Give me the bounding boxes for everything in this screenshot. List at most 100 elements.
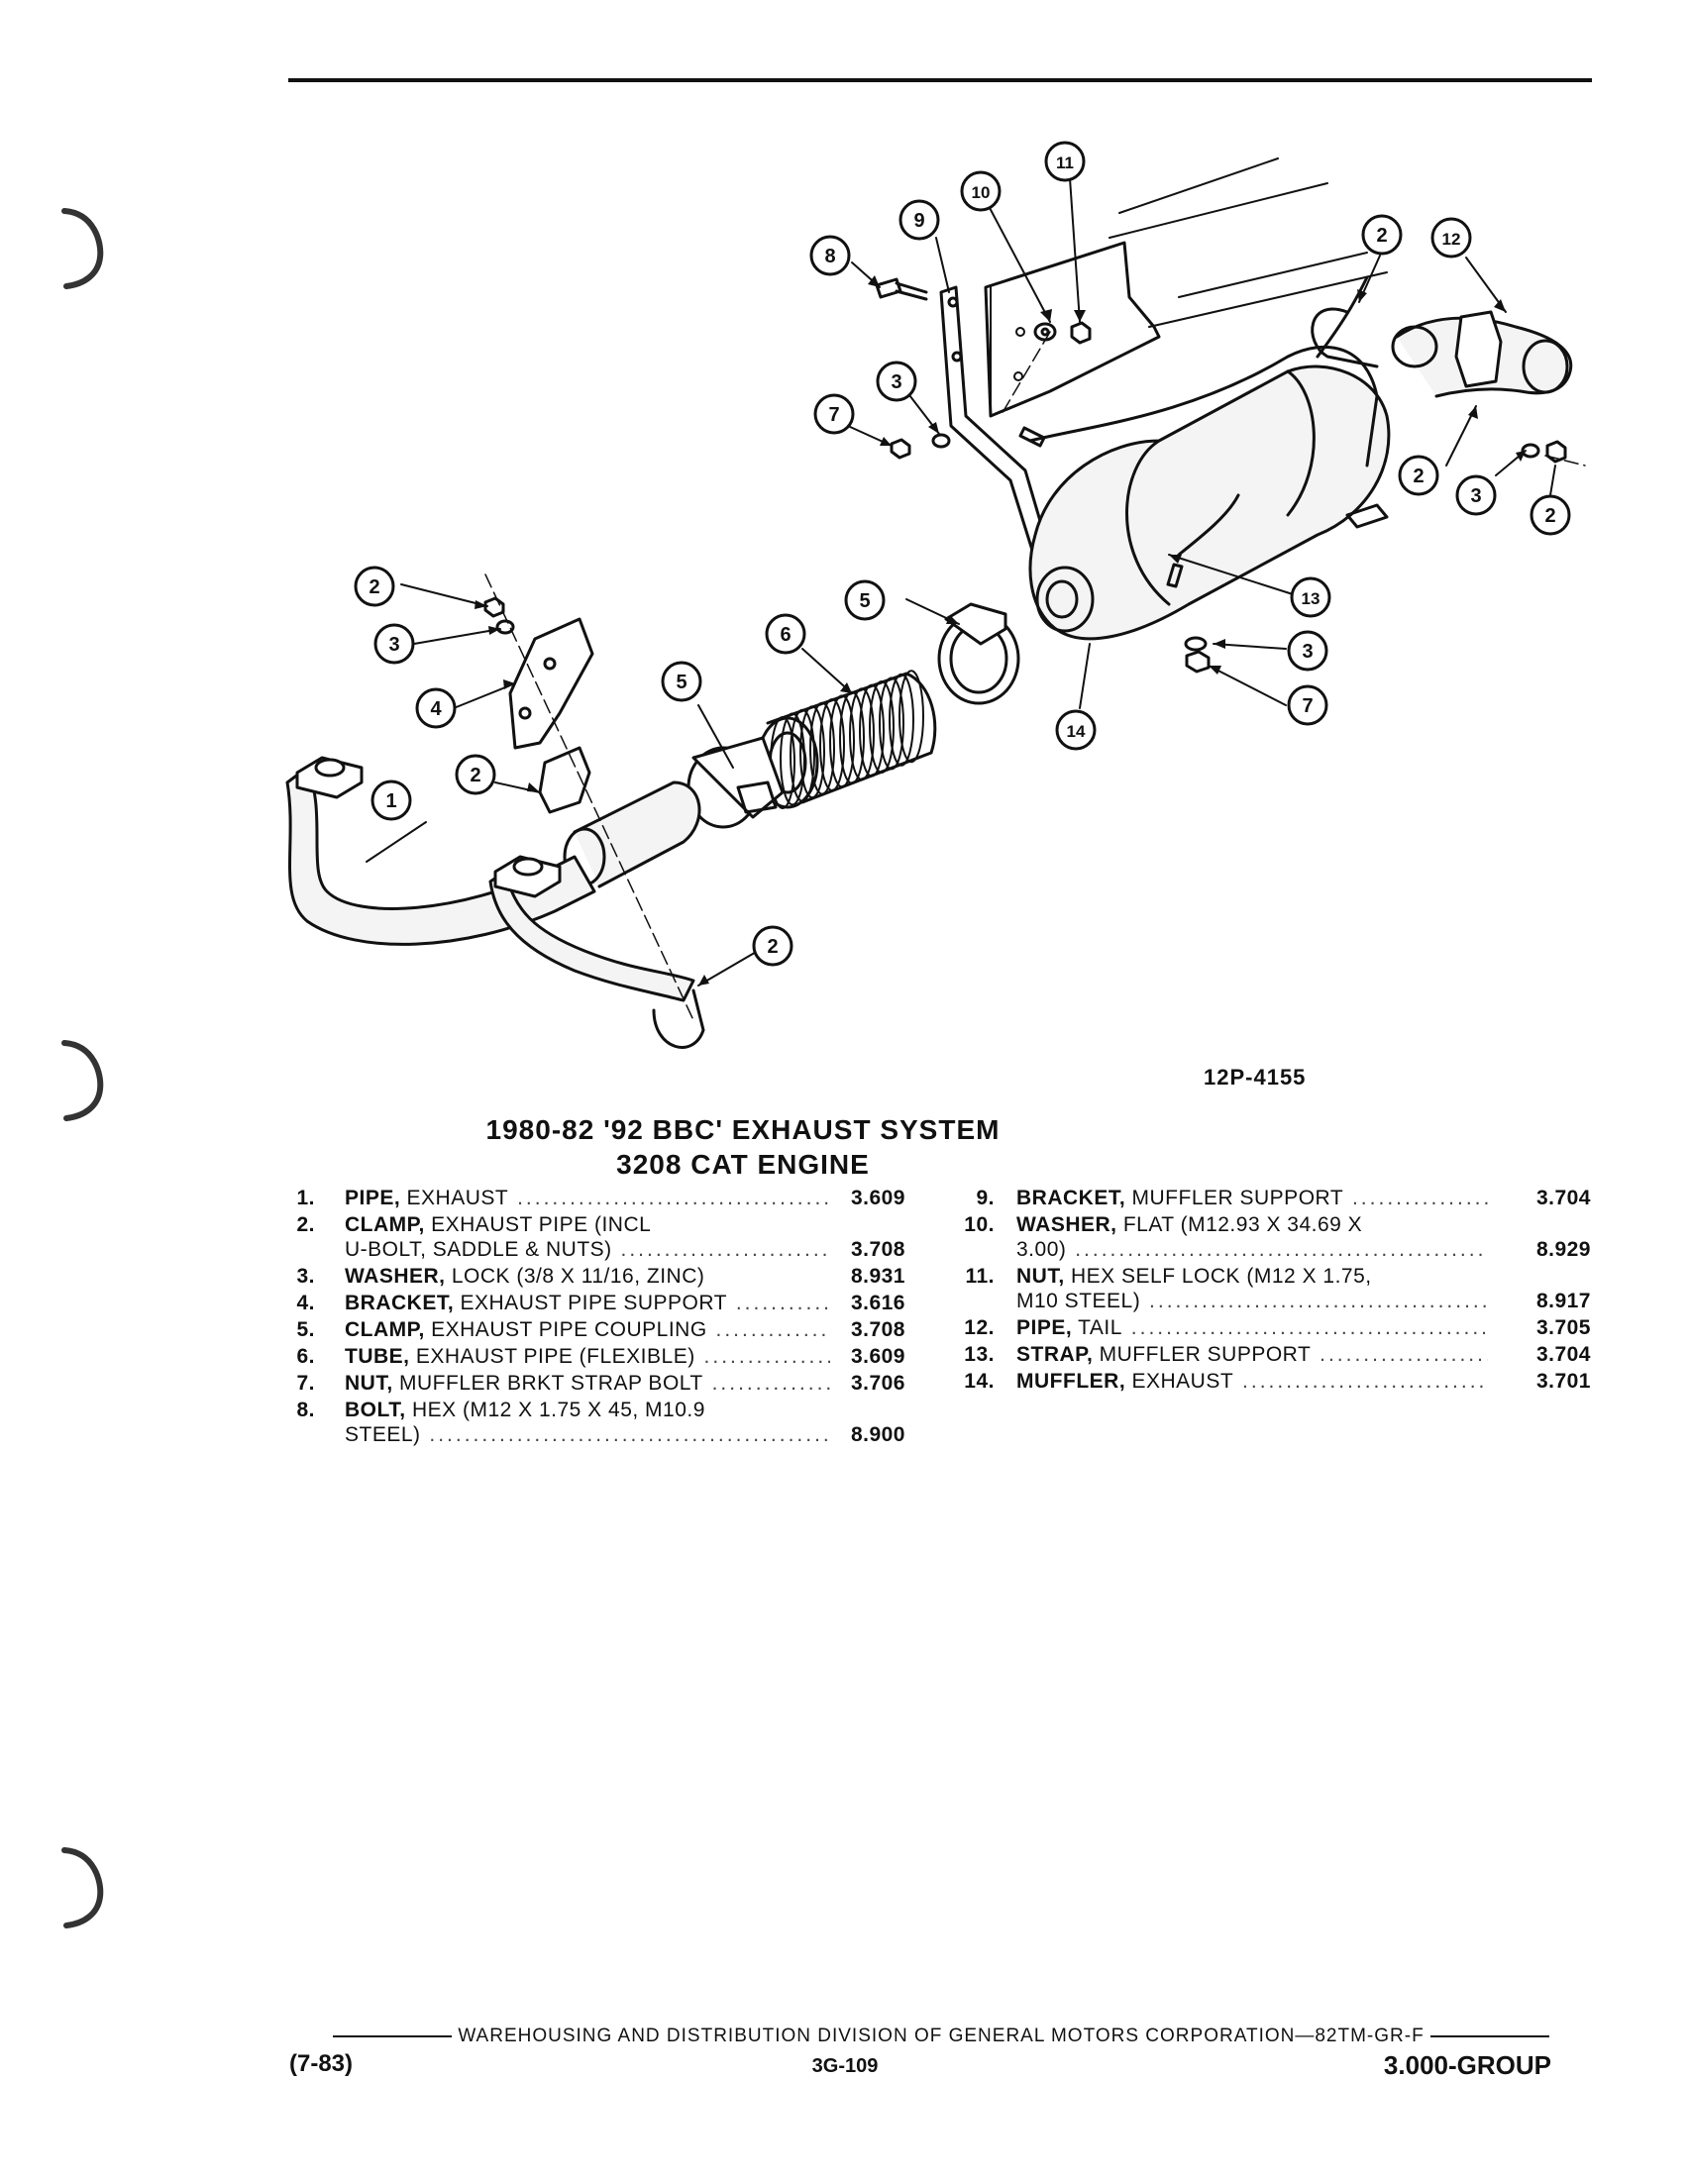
part-item: 7.NUT, MUFFLER BRKT STRAP BOLT .........… xyxy=(289,1371,905,1396)
part-description: CLAMP, EXHAUST PIPE (INCL xyxy=(345,1212,830,1237)
exhaust-pipe-1-shape xyxy=(285,756,695,1002)
page-subtitle: 3208 CAT ENGINE xyxy=(616,1149,870,1180)
part-text: HEX (M12 X 1.75 X 45, M10.9 xyxy=(405,1399,705,1421)
callout-label: 5 xyxy=(676,672,687,693)
callout-label: 14 xyxy=(1067,722,1086,741)
part-noun: WASHER, xyxy=(345,1265,446,1288)
part-item: 1.PIPE, EXHAUST ........................… xyxy=(289,1186,905,1210)
part-noun: CLAMP, xyxy=(345,1213,425,1236)
part-row: 9.BRACKET, MUFFLER SUPPORT .............… xyxy=(961,1186,1591,1210)
callout-label: 12 xyxy=(1442,230,1461,249)
header-rule xyxy=(288,78,1592,82)
dot-leader: ........................................… xyxy=(735,1292,830,1314)
callout-2: 2 xyxy=(1398,455,1439,496)
part-description: M10 STEEL) .............................… xyxy=(1016,1289,1488,1313)
dot-leader: ........................................… xyxy=(620,1238,830,1261)
callout-label: 3 xyxy=(1470,485,1481,507)
part-number: 11. xyxy=(965,1265,995,1288)
callout-label: 1 xyxy=(385,790,396,812)
callout-1: 1 xyxy=(370,780,412,821)
callout-label: 2 xyxy=(1413,466,1424,487)
callout-label: 8 xyxy=(824,246,835,267)
page-title: 1980-82 '92 BBC' EXHAUST SYSTEM xyxy=(485,1114,1001,1145)
callout-13: 13 xyxy=(1290,576,1331,618)
flex-tube-6-shape xyxy=(756,672,937,809)
part-text: LOCK (3/8 X 11/16, ZINC) xyxy=(445,1265,705,1288)
washer-10-shape xyxy=(1033,322,1057,342)
part-text: MUFFLER BRKT STRAP BOLT xyxy=(392,1372,703,1395)
callout-label: 5 xyxy=(859,590,870,612)
part-item: 13.STRAP, MUFFLER SUPPORT ..............… xyxy=(961,1342,1591,1367)
intermediate-pipe-shape xyxy=(573,780,701,888)
part-item: 4.BRACKET, EXHAUST PIPE SUPPORT ........… xyxy=(289,1291,905,1315)
callout-label: 3 xyxy=(388,634,399,656)
footer-group: 3.000-GROUP xyxy=(1383,2050,1551,2080)
part-text: 3.00) xyxy=(1016,1238,1067,1261)
callout-6: 6 xyxy=(765,613,806,655)
part-text: U-BOLT, SADDLE & NUTS) xyxy=(345,1238,612,1261)
callout-5: 5 xyxy=(844,579,886,621)
part-row: 14.MUFFLER, EXHAUST ....................… xyxy=(961,1369,1591,1394)
figure-id: 12P-4155 xyxy=(1204,1065,1307,1090)
part-noun: MUFFLER, xyxy=(1016,1370,1126,1393)
callout-label: 2 xyxy=(369,576,379,598)
part-row: 5.CLAMP, EXHAUST PIPE COUPLING .........… xyxy=(289,1317,905,1342)
callout-label: 6 xyxy=(780,624,791,646)
part-row: 11. NUT, HEX SELF LOCK (M12 X 1.75, xyxy=(961,1264,1591,1289)
dot-leader: ........................................… xyxy=(1351,1187,1488,1209)
part-number: 14. xyxy=(964,1370,995,1393)
part-text: FLAT (M12.93 X 34.69 X xyxy=(1116,1213,1363,1236)
part-description: WASHER, FLAT (M12.93 X 34.69 X xyxy=(1016,1212,1488,1237)
part-number: 10. xyxy=(964,1213,995,1236)
footer-page-number: 3G-109 xyxy=(811,2055,879,2077)
part-item: 12.PIPE, TAIL ..........................… xyxy=(961,1315,1591,1340)
part-row: 8.BOLT, HEX (M12 X 1.75 X 45, M10.9 xyxy=(289,1398,905,1422)
callout-3: 3 xyxy=(373,623,415,665)
part-description: STEEL) .................................… xyxy=(345,1422,830,1447)
coupling-clamp-5-shape xyxy=(937,602,1020,705)
part-text: EXHAUST xyxy=(400,1187,509,1209)
part-row: STEEL) .................................… xyxy=(289,1422,905,1447)
part-text: EXHAUST PIPE (INCL xyxy=(424,1213,652,1236)
muffler-14-shape xyxy=(1028,364,1391,641)
part-description: U-BOLT, SADDLE & NUTS) .................… xyxy=(345,1237,830,1262)
part-description: NUT, HEX SELF LOCK (M12 X 1.75, xyxy=(1016,1264,1488,1289)
dot-leader: ........................................… xyxy=(429,1423,830,1446)
part-row: 6.TUBE, EXHAUST PIPE (FLEXIBLE) ........… xyxy=(289,1344,905,1369)
footer-division: WAREHOUSING AND DISTRIBUTION DIVISION OF… xyxy=(297,2026,1585,2047)
part-item: 5.CLAMP, EXHAUST PIPE COUPLING .........… xyxy=(289,1317,905,1342)
bolt-8-shape xyxy=(875,277,928,301)
callout-label: 2 xyxy=(1376,225,1387,247)
dot-leader: ........................................… xyxy=(1075,1238,1488,1261)
footer-date: (7-83) xyxy=(289,2050,354,2077)
part-group-code: 3.704 xyxy=(1535,1187,1591,1209)
dot-leader: ........................................… xyxy=(715,1318,830,1341)
part-text: MUFFLER SUPPORT xyxy=(1125,1187,1344,1209)
part-item: 14.MUFFLER, EXHAUST ....................… xyxy=(961,1369,1591,1394)
part-noun: TUBE, xyxy=(345,1345,410,1368)
part-description: PIPE, TAIL .............................… xyxy=(1016,1315,1488,1340)
callout-2: 2 xyxy=(354,566,395,607)
part-item: 3.WASHER, LOCK (3/8 X 11/16, ZINC)8.931 xyxy=(289,1264,905,1289)
callout-9: 9 xyxy=(898,199,940,241)
callout-label: 2 xyxy=(1544,505,1555,527)
parts-list-right: 9.BRACKET, MUFFLER SUPPORT .............… xyxy=(961,1186,1591,1396)
callout-label: 4 xyxy=(430,698,442,720)
part-item: 11. NUT, HEX SELF LOCK (M12 X 1.75,M10 ST… xyxy=(961,1264,1591,1313)
callout-label: 3 xyxy=(891,371,901,393)
part-number: 8. xyxy=(296,1399,315,1421)
part-number: 9. xyxy=(976,1187,995,1209)
callout-7: 7 xyxy=(813,393,855,435)
dot-leader: ........................................… xyxy=(517,1187,830,1209)
callout-4: 4 xyxy=(415,687,457,729)
part-noun: WASHER, xyxy=(1016,1213,1117,1236)
callout-2: 2 xyxy=(455,754,496,795)
part-description: STRAP, MUFFLER SUPPORT .................… xyxy=(1016,1342,1488,1367)
part-number: 5. xyxy=(296,1318,315,1341)
callout-11: 11 xyxy=(1044,141,1086,182)
part-row: 12.PIPE, TAIL ..........................… xyxy=(961,1315,1591,1340)
part-group-code: 3.708 xyxy=(850,1318,905,1341)
part-group-code: 3.704 xyxy=(1535,1343,1591,1366)
part-item: 9.BRACKET, MUFFLER SUPPORT .............… xyxy=(961,1186,1591,1210)
